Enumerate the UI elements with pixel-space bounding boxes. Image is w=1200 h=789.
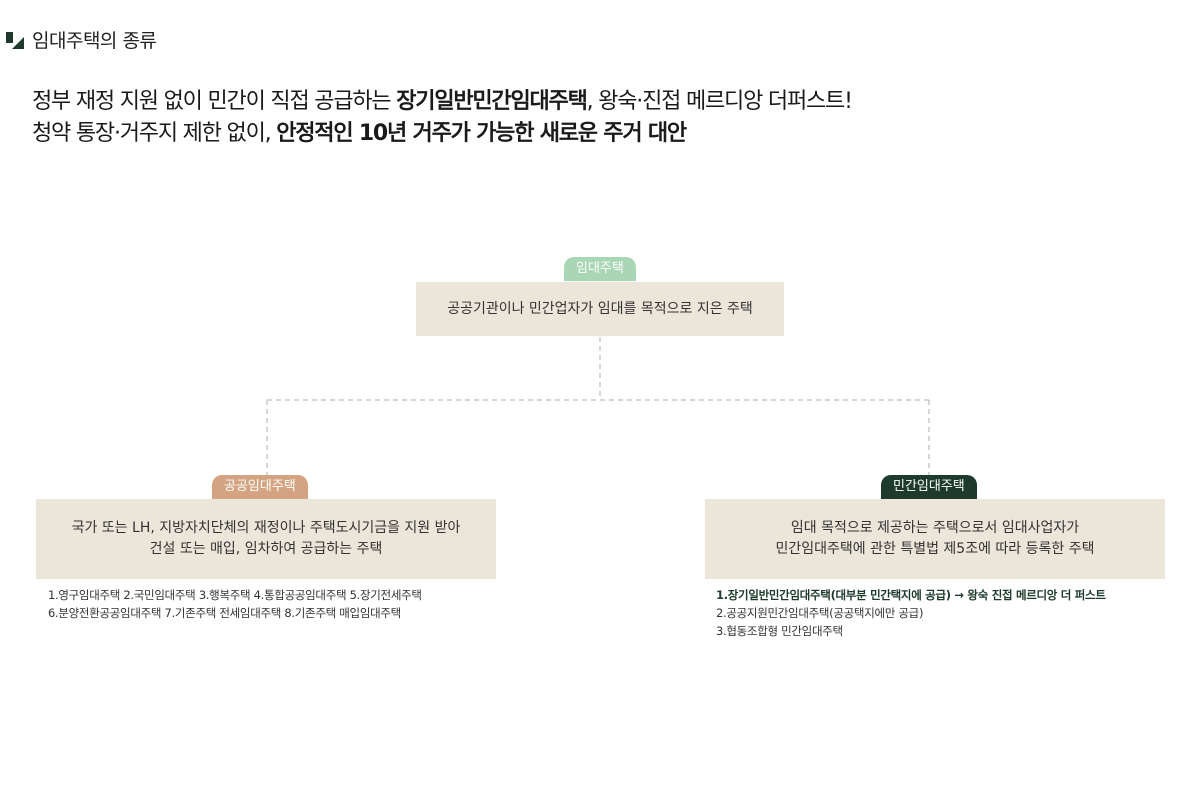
public-list-line-2: 6.분양전환공공임대주택 7.기존주택 전세임대주택 8.기존주택 매입임대주택 (48, 606, 401, 620)
root-box: 공공기관이나 민간업자가 임대를 목적으로 지은 주택 (416, 282, 784, 336)
headline-line-2-bold: 안정적인 10년 거주가 가능한 새로운 주거 대안 (276, 121, 687, 146)
headline-line-1-bold: 장기일반민간임대주택 (396, 89, 588, 114)
private-rental-tag: 민간임대주택 (881, 475, 977, 499)
headline-line-1-prefix: 정부 재정 지원 없이 민간이 직접 공급하는 (32, 89, 397, 114)
headline-line-2: 청약 통장·거주지 제한 없이, 안정적인 10년 거주가 가능한 새로운 주거… (32, 118, 852, 150)
private-rental-list: 1.장기일반민간임대주택(대부분 민간택지에 공급) → 왕숙 진접 메르디앙 … (716, 586, 1106, 640)
root-tag: 임대주택 (564, 257, 636, 281)
public-list-line-1: 1.영구임대주택 2.국민임대주택 3.행복주택 4.통합공공임대주택 5.장기… (48, 588, 422, 602)
public-rental-box: 국가 또는 LH, 지방자치단체의 재정이나 주택도시기금을 지원 받아 건설 … (36, 499, 496, 579)
private-list-line-3: 3.협동조합형 민간임대주택 (716, 624, 843, 638)
root-description: 공공기관이나 민간업자가 임대를 목적으로 지은 주택 (447, 300, 753, 317)
private-rental-box: 임대 목적으로 제공하는 주택으로서 임대사업자가 민간임대주택에 관한 특별법… (705, 499, 1165, 579)
public-rental-list: 1.영구임대주택 2.국민임대주택 3.행복주택 4.통합공공임대주택 5.장기… (48, 586, 422, 622)
headline-line-2-prefix: 청약 통장·거주지 제한 없이, (32, 121, 277, 146)
private-list-line-1: 1.장기일반민간임대주택(대부분 민간택지에 공급) → 왕숙 진접 메르디앙 … (716, 588, 1106, 602)
headline-line-1: 정부 재정 지원 없이 민간이 직접 공급하는 장기일반민간임대주택, 왕숙·진… (32, 86, 853, 118)
public-description-line-2: 건설 또는 매입, 임차하여 공급하는 주택 (149, 541, 383, 557)
headline: 정부 재정 지원 없이 민간이 직접 공급하는 장기일반민간임대주택, 왕숙·진… (32, 86, 853, 150)
private-list-line-2: 2.공공지원민간임대주택(공공택지에만 공급) (716, 606, 924, 620)
section-header: 임대주택의 종류 (6, 26, 157, 53)
private-description-line-1: 임대 목적으로 제공하는 주택으로서 임대사업자가 (790, 520, 1080, 536)
section-title: 임대주택의 종류 (32, 30, 157, 52)
green-tile-logo-icon (6, 31, 24, 49)
public-description-line-1: 국가 또는 LH, 지방자치단체의 재정이나 주택도시기금을 지원 받아 (71, 520, 461, 536)
headline-line-1-suffix: , 왕숙·진접 메르디앙 더퍼스트! (586, 89, 853, 114)
public-rental-tag: 공공임대주택 (212, 475, 308, 499)
private-description-line-2: 민간임대주택에 관한 특별법 제5조에 따라 등록한 주택 (775, 541, 1095, 557)
